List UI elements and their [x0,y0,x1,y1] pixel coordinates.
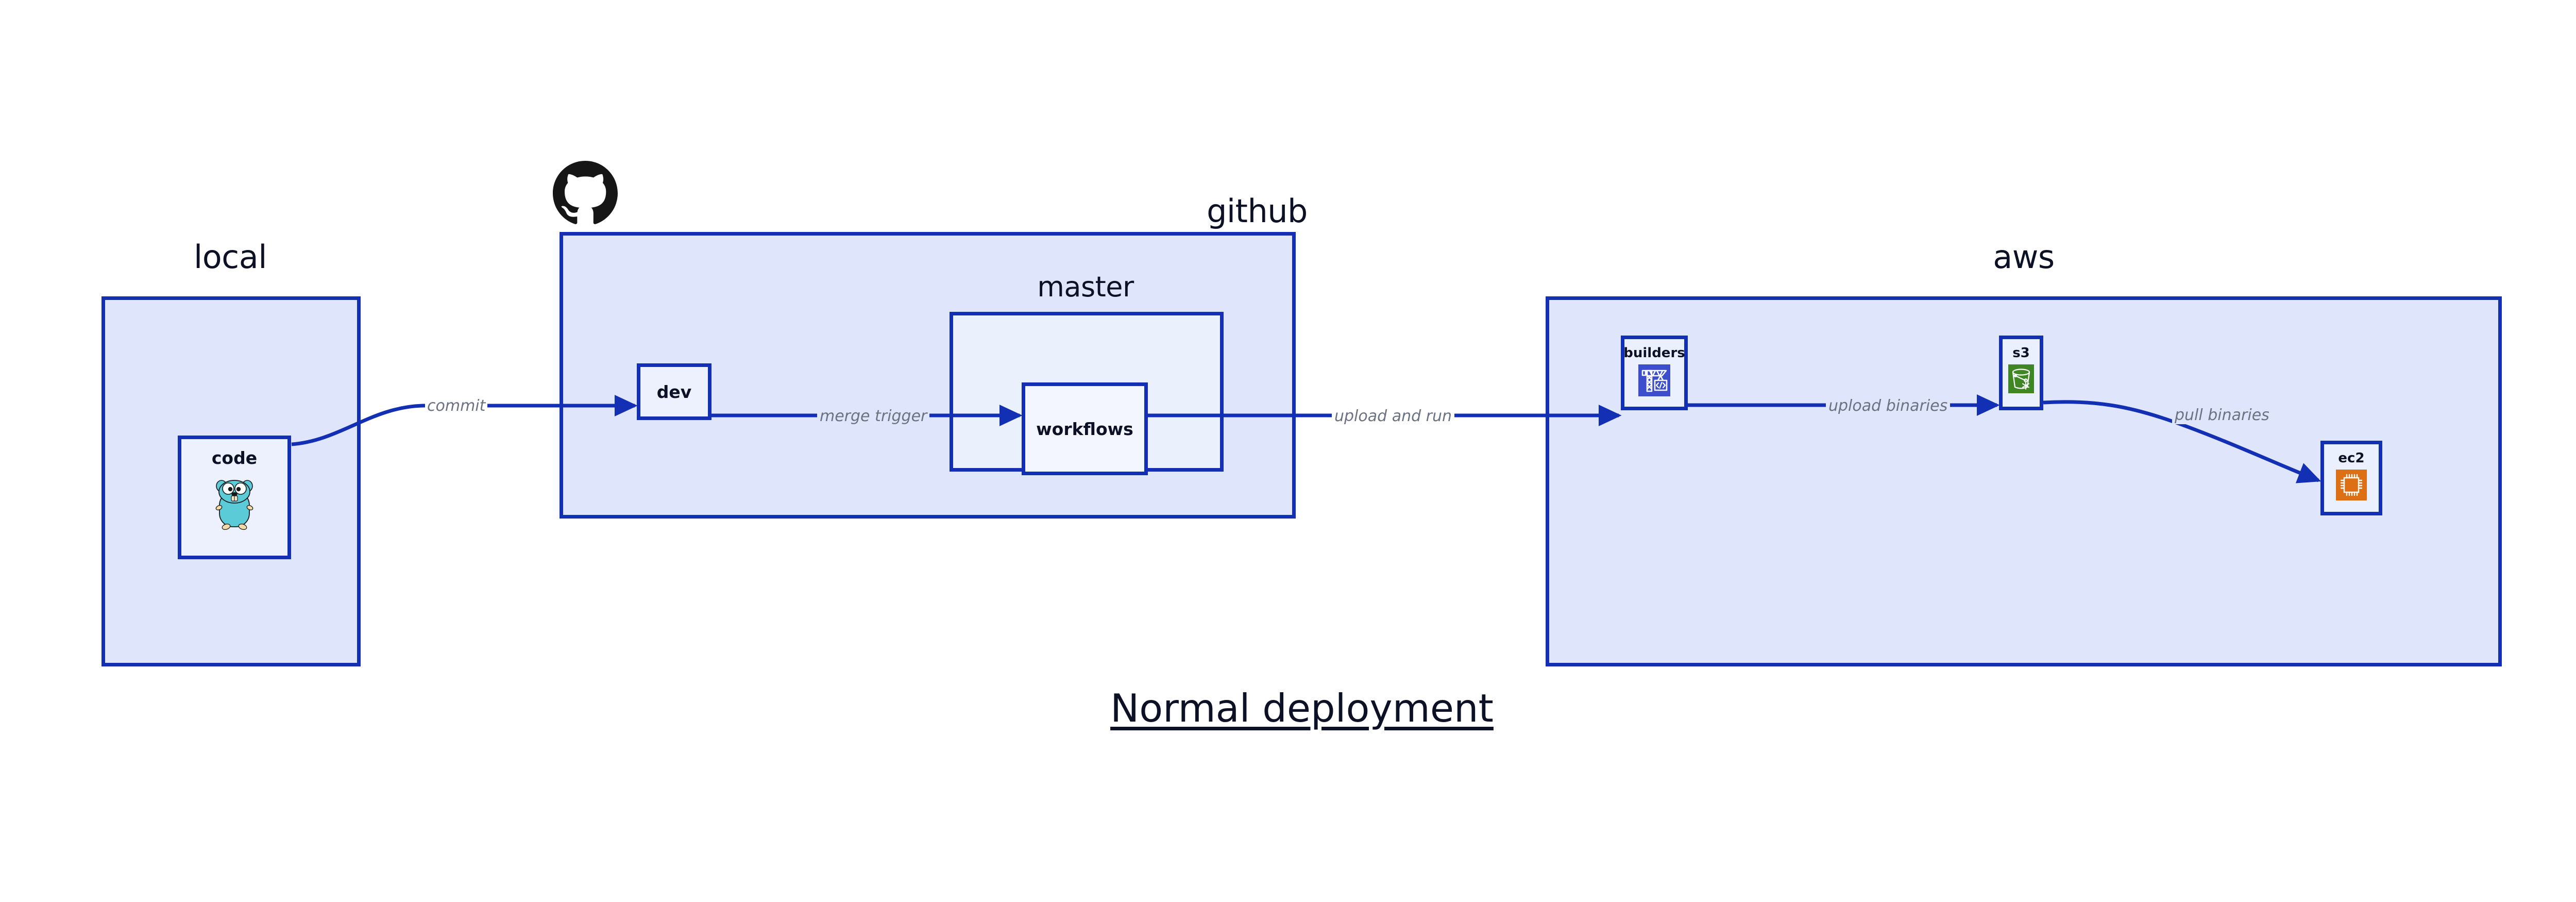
aws-crane-builders-icon [1638,364,1670,398]
edge-label-commit: commit [425,397,488,415]
edge-label-merge-trigger: merge trigger [817,407,930,425]
node-s3[interactable]: s3 [1999,336,2043,410]
node-label-dev: dev [656,381,692,402]
aws-ec2-chip-icon [2336,470,2367,503]
group-label-local: local [194,238,267,276]
node-ec2[interactable]: ec2 [2320,441,2382,515]
node-label-s3: s3 [2012,345,2030,361]
node-dev[interactable]: dev [637,363,711,420]
node-label-workflows: workflows [1036,419,1133,439]
group-label-master: master [1037,271,1134,303]
node-builders[interactable]: builders [1621,336,1688,410]
node-label-ec2: ec2 [2338,450,2365,466]
edge-label-pull-binaries: pull binaries [2172,406,2272,424]
node-label-builders: builders [1623,345,1685,361]
github-octocat-icon [553,161,618,226]
edge-label-upload-and-run: upload and run [1332,407,1455,425]
node-code[interactable]: code [178,436,291,559]
group-label-github: github [1207,192,1308,230]
diagram-title: Normal deployment [1110,686,1494,731]
aws-s3-bucket-icon [2008,364,2034,395]
go-gopher-icon [214,475,255,533]
node-label-code: code [211,448,258,468]
edge-label-upload-binaries: upload binaries [1826,397,1951,415]
group-label-aws: aws [1993,238,2055,276]
node-workflows[interactable]: workflows [1022,382,1148,475]
